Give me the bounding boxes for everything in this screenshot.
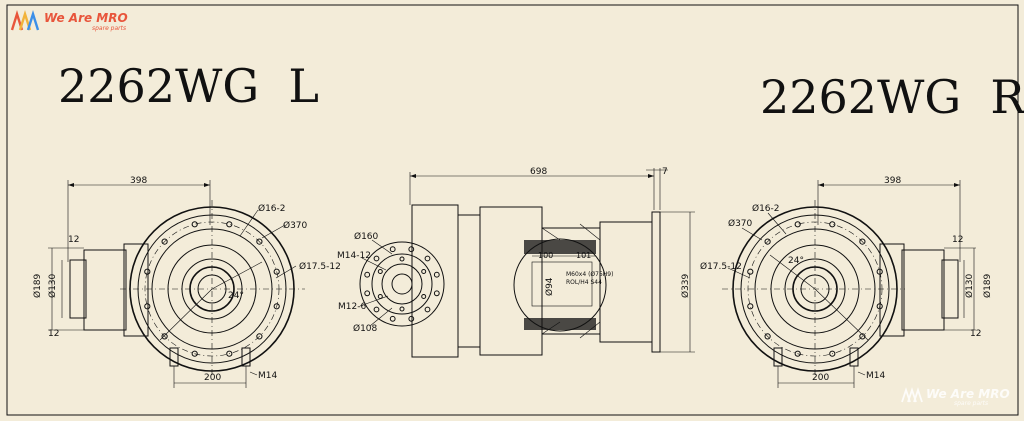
center-bolt-hole [389,246,396,253]
center-length-698: 698 [530,167,547,177]
left-bolt-holes [144,221,280,357]
center-dia-94: Ø94 [544,277,555,296]
center-spec-line1: M60x4 (Ø75H9) [566,271,613,278]
center-side-view: 698 7 Ø339 Ø160 M14-12 M12-6 Ø108 [337,167,695,358]
left-angle-24: 24° [228,291,244,301]
center-thread-m12: M12-6 [338,302,366,312]
right-holes-16: Ø16-2 [752,203,780,214]
right-end-view: 398 12 12 Ø130 Ø189 200 M14 Ø16-2 [700,176,993,388]
center-spec-line2: ROL/H4 S44 [566,279,602,286]
right-flange-12-top: 12 [952,235,963,245]
left-bolt-hole [226,221,233,228]
right-angle-24: 24° [788,256,804,266]
left-flange-12-bottom: 12 [48,329,59,339]
center-bolt-hole [373,306,380,313]
right-bolt-hole [794,350,801,357]
center-bolt-hole [373,255,380,262]
right-bolt-hole [764,238,771,245]
drawing-border [6,4,1019,416]
left-thread-m14: M14 [258,371,277,381]
center-inner-bolt-hole [399,256,405,262]
left-bolt-hole [273,303,280,310]
center-dia-160: Ø160 [354,231,379,242]
right-bolt-hole [829,350,836,357]
watermark-brand-text: We Are MRO [926,387,1010,401]
right-circle-370: Ø370 [728,218,753,229]
right-base-200: 200 [812,373,829,383]
center-bolt-hole [408,315,415,322]
title-left: 2262WG L [58,59,319,113]
right-dia-130: Ø130 [964,273,975,298]
left-bolt-hole [144,303,151,310]
center-inner-bolt-hole [377,269,383,274]
left-bolt-hole [191,350,198,357]
center-inner-101: 101 [576,251,591,260]
left-bolt-hole [273,268,280,275]
right-bolt-hole [859,238,866,245]
left-bolt-hole [256,238,263,245]
right-dia-189: Ø189 [982,273,993,298]
center-inner-bolt-hole [421,294,427,299]
logo-brand-text: We Are MRO [44,11,128,25]
right-bolt-hole [747,303,754,310]
logo-mark-icon [10,9,24,31]
center-dia-339: Ø339 [680,273,691,298]
center-offset-7: 7 [662,167,668,177]
left-bolt-hole [161,238,168,245]
center-bolt-hole [364,290,371,297]
right-holes-17: Ø17.5-12 [700,261,742,272]
left-end-view: 398 12 12 Ø189 Ø130 200 M14 [32,176,341,388]
logo-tagline-text: spare parts [92,25,126,32]
left-bolt-hole [226,350,233,357]
left-holes-16: Ø16-2 [258,203,286,214]
left-holes-17: Ø17.5-12 [299,261,341,272]
center-inner-bolt-hole [377,294,383,299]
right-bolt-hole [747,268,754,275]
left-circle-370: Ø370 [283,220,308,231]
left-bolt-hole [161,333,168,340]
center-bolt-hole [389,315,396,322]
center-dia-108: Ø108 [353,323,378,334]
title-right: 2262WG R [760,70,1024,124]
left-bolt-hole [144,268,151,275]
left-flange-12-top: 12 [68,235,79,245]
left-bolt-hole [256,333,263,340]
left-dia-189: Ø189 [32,273,43,298]
right-bolt-hole [794,221,801,228]
center-bolt-hole [408,246,415,253]
center-bolt-hole [424,255,431,262]
center-inner-bolt-hole [421,269,427,274]
right-width-dim: 398 [884,176,901,186]
center-bolt-hole [424,306,431,313]
center-inner-100: 100 [538,251,553,260]
center-bolt-hole [433,290,440,297]
left-bolt-hole [191,221,198,228]
left-dia-130: Ø130 [47,273,58,298]
left-base-200: 200 [204,373,221,383]
right-thread-m14: M14 [866,371,885,381]
right-bolt-hole [859,333,866,340]
right-bolt-hole [829,221,836,228]
brand-watermark: We Are MRO spare parts [901,387,1010,407]
left-width-dim: 398 [130,176,147,186]
center-inner-bolt-hole [399,306,405,312]
right-bolt-hole [764,333,771,340]
right-flange-12-bottom: 12 [970,329,981,339]
watermark-tagline-text: spare parts [954,400,988,407]
center-bolt-hole [364,271,371,278]
center-thread-m14: M14-12 [337,251,371,261]
center-bolt-holes [364,246,440,322]
brand-logo: We Are MRO spare parts [10,9,128,32]
center-bolt-hole [433,271,440,278]
